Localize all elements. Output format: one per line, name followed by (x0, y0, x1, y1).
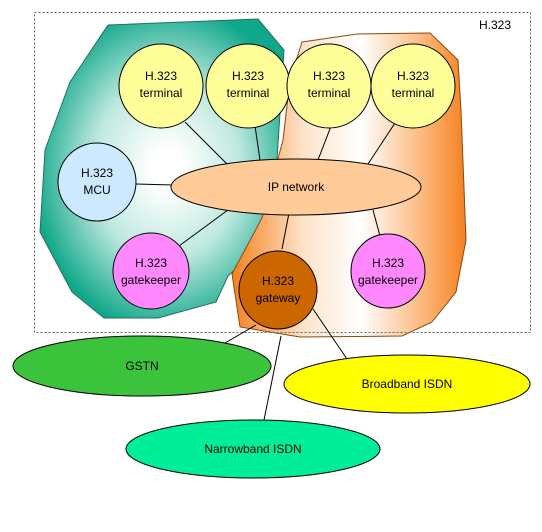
node-gateway-line-1: H.323 (262, 274, 294, 288)
node-broadband-isdn: Broadband ISDN (283, 354, 531, 414)
node-gatekeeper-right-shape (350, 233, 426, 309)
node-mcu-line-2: MCU (83, 183, 110, 197)
node-terminal-3-line-1: H.323 (313, 69, 345, 83)
node-mcu-line-1: H.323 (81, 166, 113, 180)
node-mcu-shape (57, 142, 137, 222)
node-gatekeeper-left-shape (112, 232, 190, 310)
node-gateway: H.323 gateway (238, 250, 318, 330)
node-gatekeeper-left: H.323 gatekeeper (112, 232, 190, 310)
node-terminal-2: H.323 terminal (205, 43, 291, 129)
node-mcu: H.323 MCU (57, 142, 137, 222)
node-gateway-shape (238, 250, 318, 330)
node-gateway-line-2: gateway (256, 291, 301, 305)
node-narrowband-isdn-shape (125, 419, 381, 479)
node-narrowband-isdn: Narrowband ISDN (125, 419, 381, 479)
edge-gateway-ip (281, 212, 290, 250)
node-gstn: GSTN (12, 335, 272, 397)
edge-terminal-4-ip (367, 119, 398, 165)
zone-label: H.323 (479, 18, 511, 32)
node-terminal-1: H.323 terminal (118, 43, 204, 129)
node-terminal-1-shape (118, 43, 204, 129)
edge-mcu-ip (135, 183, 174, 186)
connections (135, 118, 398, 421)
node-terminal-1-line-2: terminal (140, 86, 183, 100)
node-gatekeeper-right: H.323 gatekeeper (350, 233, 426, 309)
edge-terminal-1-ip (184, 121, 231, 168)
node-gatekeeper-left-line-1: H.323 (135, 256, 167, 270)
node-terminal-1-line-1: H.323 (145, 69, 177, 83)
edge-gateway-broadband (312, 308, 348, 360)
node-terminal-3: H.323 terminal (286, 43, 372, 129)
edge-gatekeeper-right-ip (372, 209, 381, 237)
node-ip-network-label: IP network (268, 180, 325, 194)
node-terminal-2-line-2: terminal (227, 86, 270, 100)
edge-gateway-narrowband (263, 335, 282, 421)
node-narrowband-isdn-label: Narrowband ISDN (204, 442, 301, 456)
node-gatekeeper-left-line-2: gatekeeper (121, 273, 181, 287)
node-terminal-4: H.323 terminal (370, 43, 456, 129)
node-gatekeeper-right-line-1: H.323 (372, 256, 404, 270)
node-terminal-4-line-1: H.323 (397, 69, 429, 83)
node-ip-network: IP network (170, 158, 422, 216)
h323-zone-boundary (34, 12, 531, 333)
node-gstn-label: GSTN (125, 359, 158, 373)
node-terminal-4-line-2: terminal (392, 86, 435, 100)
node-terminal-3-line-2: terminal (308, 86, 351, 100)
edge-gatekeeper-left-ip (178, 206, 233, 247)
node-broadband-isdn-shape (283, 354, 531, 414)
node-terminal-2-line-1: H.323 (232, 69, 264, 83)
node-gstn-shape (12, 335, 272, 397)
node-broadband-isdn-label: Broadband ISDN (362, 377, 453, 391)
edge-gateway-gstn (224, 324, 257, 344)
node-terminal-4-shape (370, 43, 456, 129)
node-gatekeeper-right-line-2: gatekeeper (358, 273, 418, 287)
node-ip-network-shape (170, 158, 422, 216)
